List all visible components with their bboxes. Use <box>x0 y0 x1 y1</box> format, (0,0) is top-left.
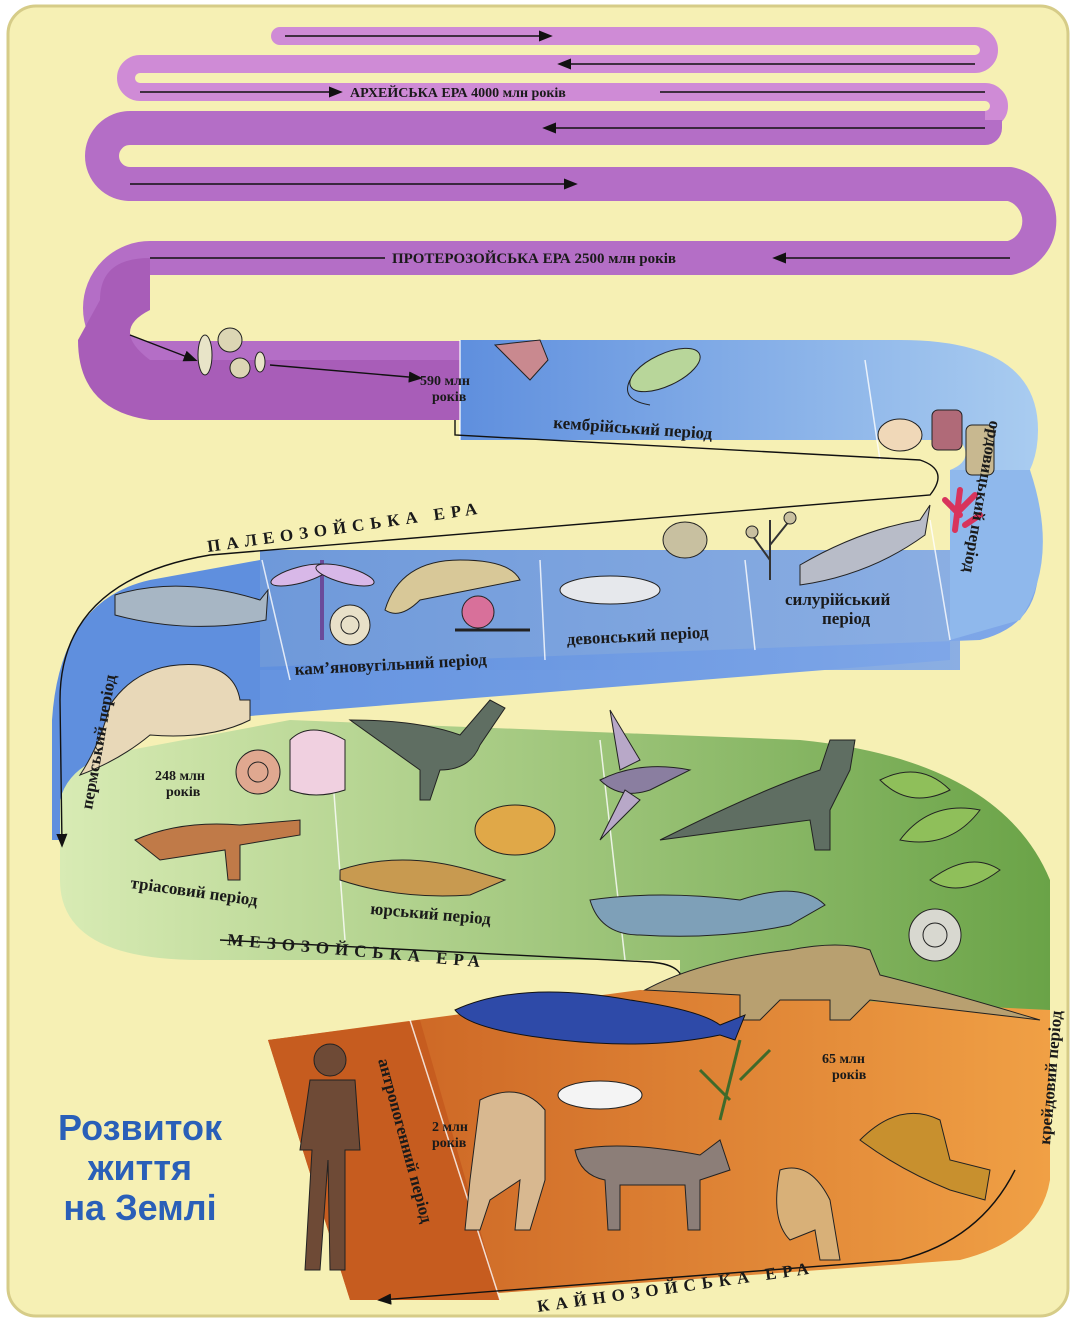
mark-65-line1: 65 млн <box>822 1052 865 1067</box>
mark-248-line2: років <box>166 785 201 800</box>
proterozoic-era-label: ПРОТЕРОЗОЙСЬКА ЕРА 2500 млн років <box>392 250 676 267</box>
silurian-label-line1: силурійський <box>785 590 890 609</box>
title-line-1: Розвиток <box>40 1108 240 1148</box>
mark-248-line1: 248 млн <box>155 769 205 784</box>
title-line-3: на Землі <box>40 1188 240 1228</box>
mark-590-line2: років <box>432 390 467 405</box>
mark-2-line2: років <box>432 1136 467 1151</box>
silurian-label-line2: період <box>822 609 871 628</box>
archean-era-label: АРХЕЙСЬКА ЕРА 4000 млн років <box>350 84 566 101</box>
poster-title: Розвиток життя на Землі <box>40 1108 240 1228</box>
title-line-2: життя <box>40 1148 240 1188</box>
mark-65-line2: років <box>832 1068 867 1083</box>
mark-2-line1: 2 млн <box>432 1120 468 1135</box>
mark-590-line1: 590 млн <box>420 374 470 389</box>
